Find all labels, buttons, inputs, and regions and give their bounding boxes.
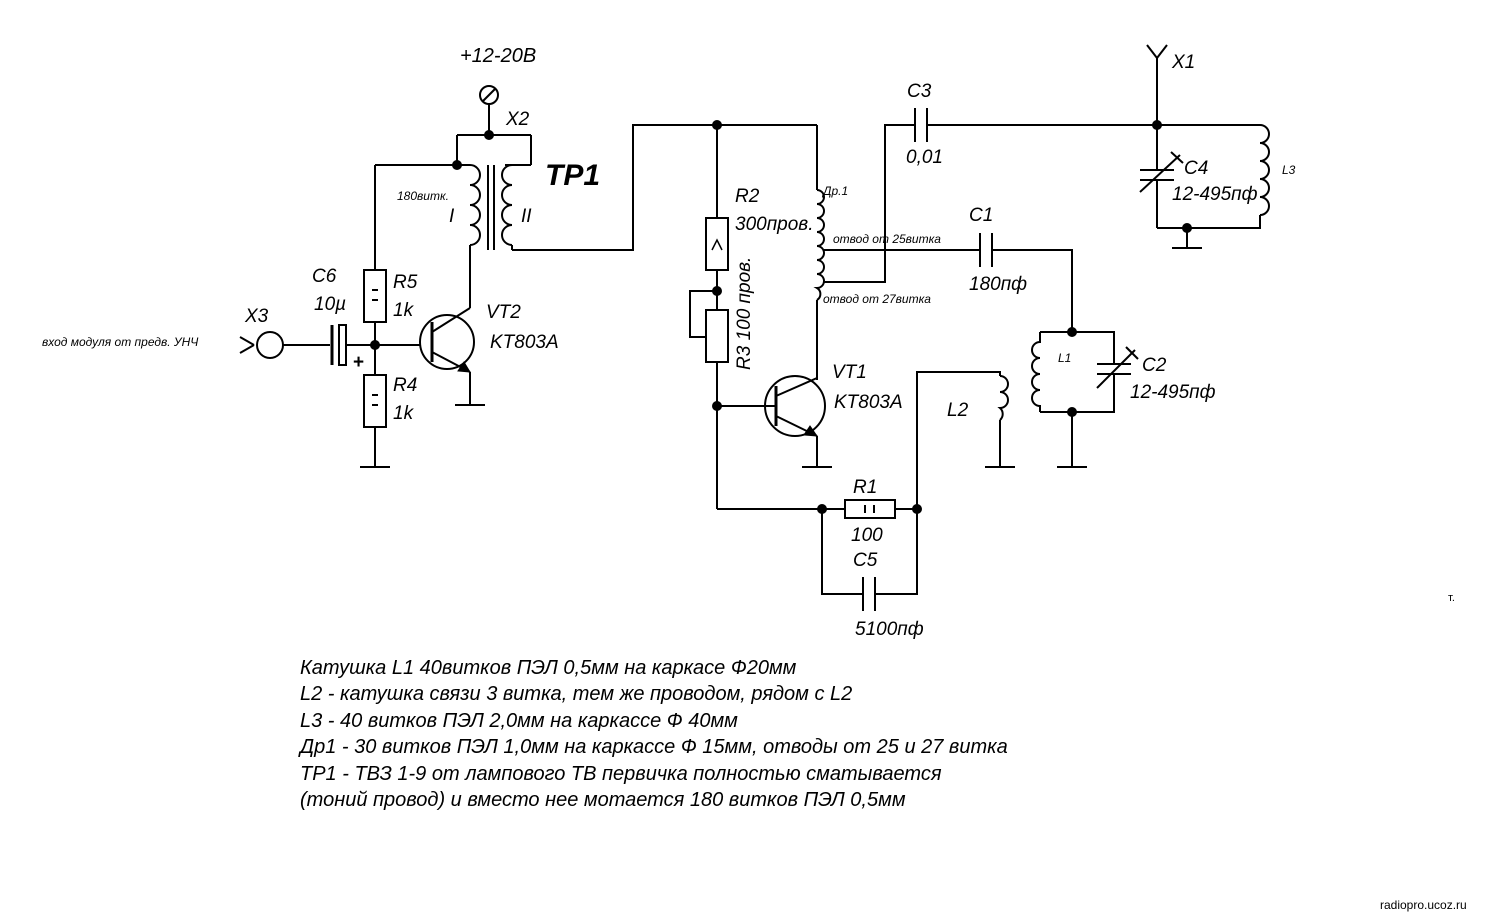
resistor-r3 (705, 309, 729, 363)
capacitor-c6 (330, 324, 347, 366)
notes-block: Катушка L1 40витков ПЭЛ 0,5мм на каркасе… (300, 655, 1008, 813)
c6-value: 10µ (314, 294, 346, 315)
note-line: Катушка L1 40витков ПЭЛ 0,5мм на каркасе… (300, 657, 797, 679)
resistor-r5 (363, 269, 387, 323)
c6-name: C6 (312, 266, 337, 287)
c4-name: C4 (1184, 158, 1208, 179)
transistor-vt1 (764, 375, 826, 437)
l1-name: L1 (1058, 351, 1071, 365)
choke-name: Др.1 (821, 184, 848, 198)
coil-l3 (1259, 124, 1270, 216)
note-line: TP1 - ТВЗ 1-9 от лампового ТВ первичка п… (300, 762, 942, 785)
l2-name: L2 (947, 400, 969, 421)
vt1-type: KT803A (834, 392, 903, 413)
r5-value: 1k (393, 300, 415, 321)
tap25-label: отвод от 25витка (833, 232, 941, 246)
c1-value: 180пф (969, 274, 1027, 295)
stray-mark: т. (1448, 592, 1455, 604)
capacitor-c3 (914, 108, 928, 142)
secondary-label: II (521, 206, 532, 227)
power-terminal-x2 (456, 85, 532, 166)
resistor-r1 (844, 499, 896, 519)
c5-name: C5 (853, 550, 878, 571)
c6-polarity: + (353, 352, 364, 373)
c1-name: C1 (969, 205, 993, 226)
x1-label: X1 (1171, 52, 1195, 73)
capacitor-c1 (979, 233, 993, 267)
c3-value: 0,01 (906, 147, 943, 168)
x2-label: X2 (505, 109, 530, 130)
note-line: L2 - катушка связи 3 витка, тем же прово… (300, 683, 853, 706)
r2-value: 300пров. (735, 214, 814, 235)
input-connector-x3 (239, 331, 284, 359)
resistor-r4 (363, 374, 387, 428)
watermark: radiopro.ucoz.ru (1380, 898, 1467, 912)
input-label: вход модуля от предв. УНЧ (42, 335, 199, 349)
note-line: (тоний провод) и вместо нее мотается 180… (300, 789, 906, 812)
c3-name: C3 (907, 81, 932, 102)
x3-label: X3 (244, 306, 269, 327)
vt2-name: VT2 (486, 302, 521, 323)
r2-name: R2 (735, 186, 760, 207)
primary-label: I (449, 206, 455, 227)
transformer-tp1 (457, 164, 513, 250)
r1-name: R1 (853, 477, 877, 498)
r4-name: R4 (393, 375, 417, 396)
r5-name: R5 (393, 272, 418, 293)
resistor-r2 (705, 217, 729, 271)
r3-label: R3 100 пров. (734, 257, 755, 370)
transistor-vt2 (419, 307, 475, 373)
coil-l1 (1031, 332, 1041, 412)
choke-dr1 (813, 189, 825, 301)
c4-value: 12-495пф (1172, 184, 1258, 205)
wire-tap27 (823, 124, 915, 283)
wire-secondary (512, 124, 817, 251)
l3-name: L3 (1282, 163, 1296, 177)
tap27-label: отвод от 27витка (823, 292, 931, 306)
r4-value: 1k (393, 403, 415, 424)
vt1-name: VT1 (832, 362, 867, 383)
note-line: Др1 - 30 витков ПЭЛ 1,0мм на каркассе Ф … (300, 736, 1008, 759)
turns-label: 180витк. (397, 189, 449, 203)
antenna-x1 (1146, 44, 1168, 125)
capacitor-c5 (862, 577, 876, 611)
c2-name: C2 (1142, 355, 1167, 376)
c2-value: 12-495пф (1130, 382, 1216, 403)
coil-l2 (997, 375, 1009, 421)
tp1-label: TP1 (545, 159, 600, 192)
c5-value: 5100пф (855, 619, 924, 640)
vt2-type: KT803A (490, 332, 559, 353)
r1-value: 100 (851, 525, 883, 546)
note-line: L3 - 40 витков ПЭЛ 2,0мм на каркассе Ф 4… (300, 709, 738, 732)
power-label: +12-20В (460, 45, 536, 67)
